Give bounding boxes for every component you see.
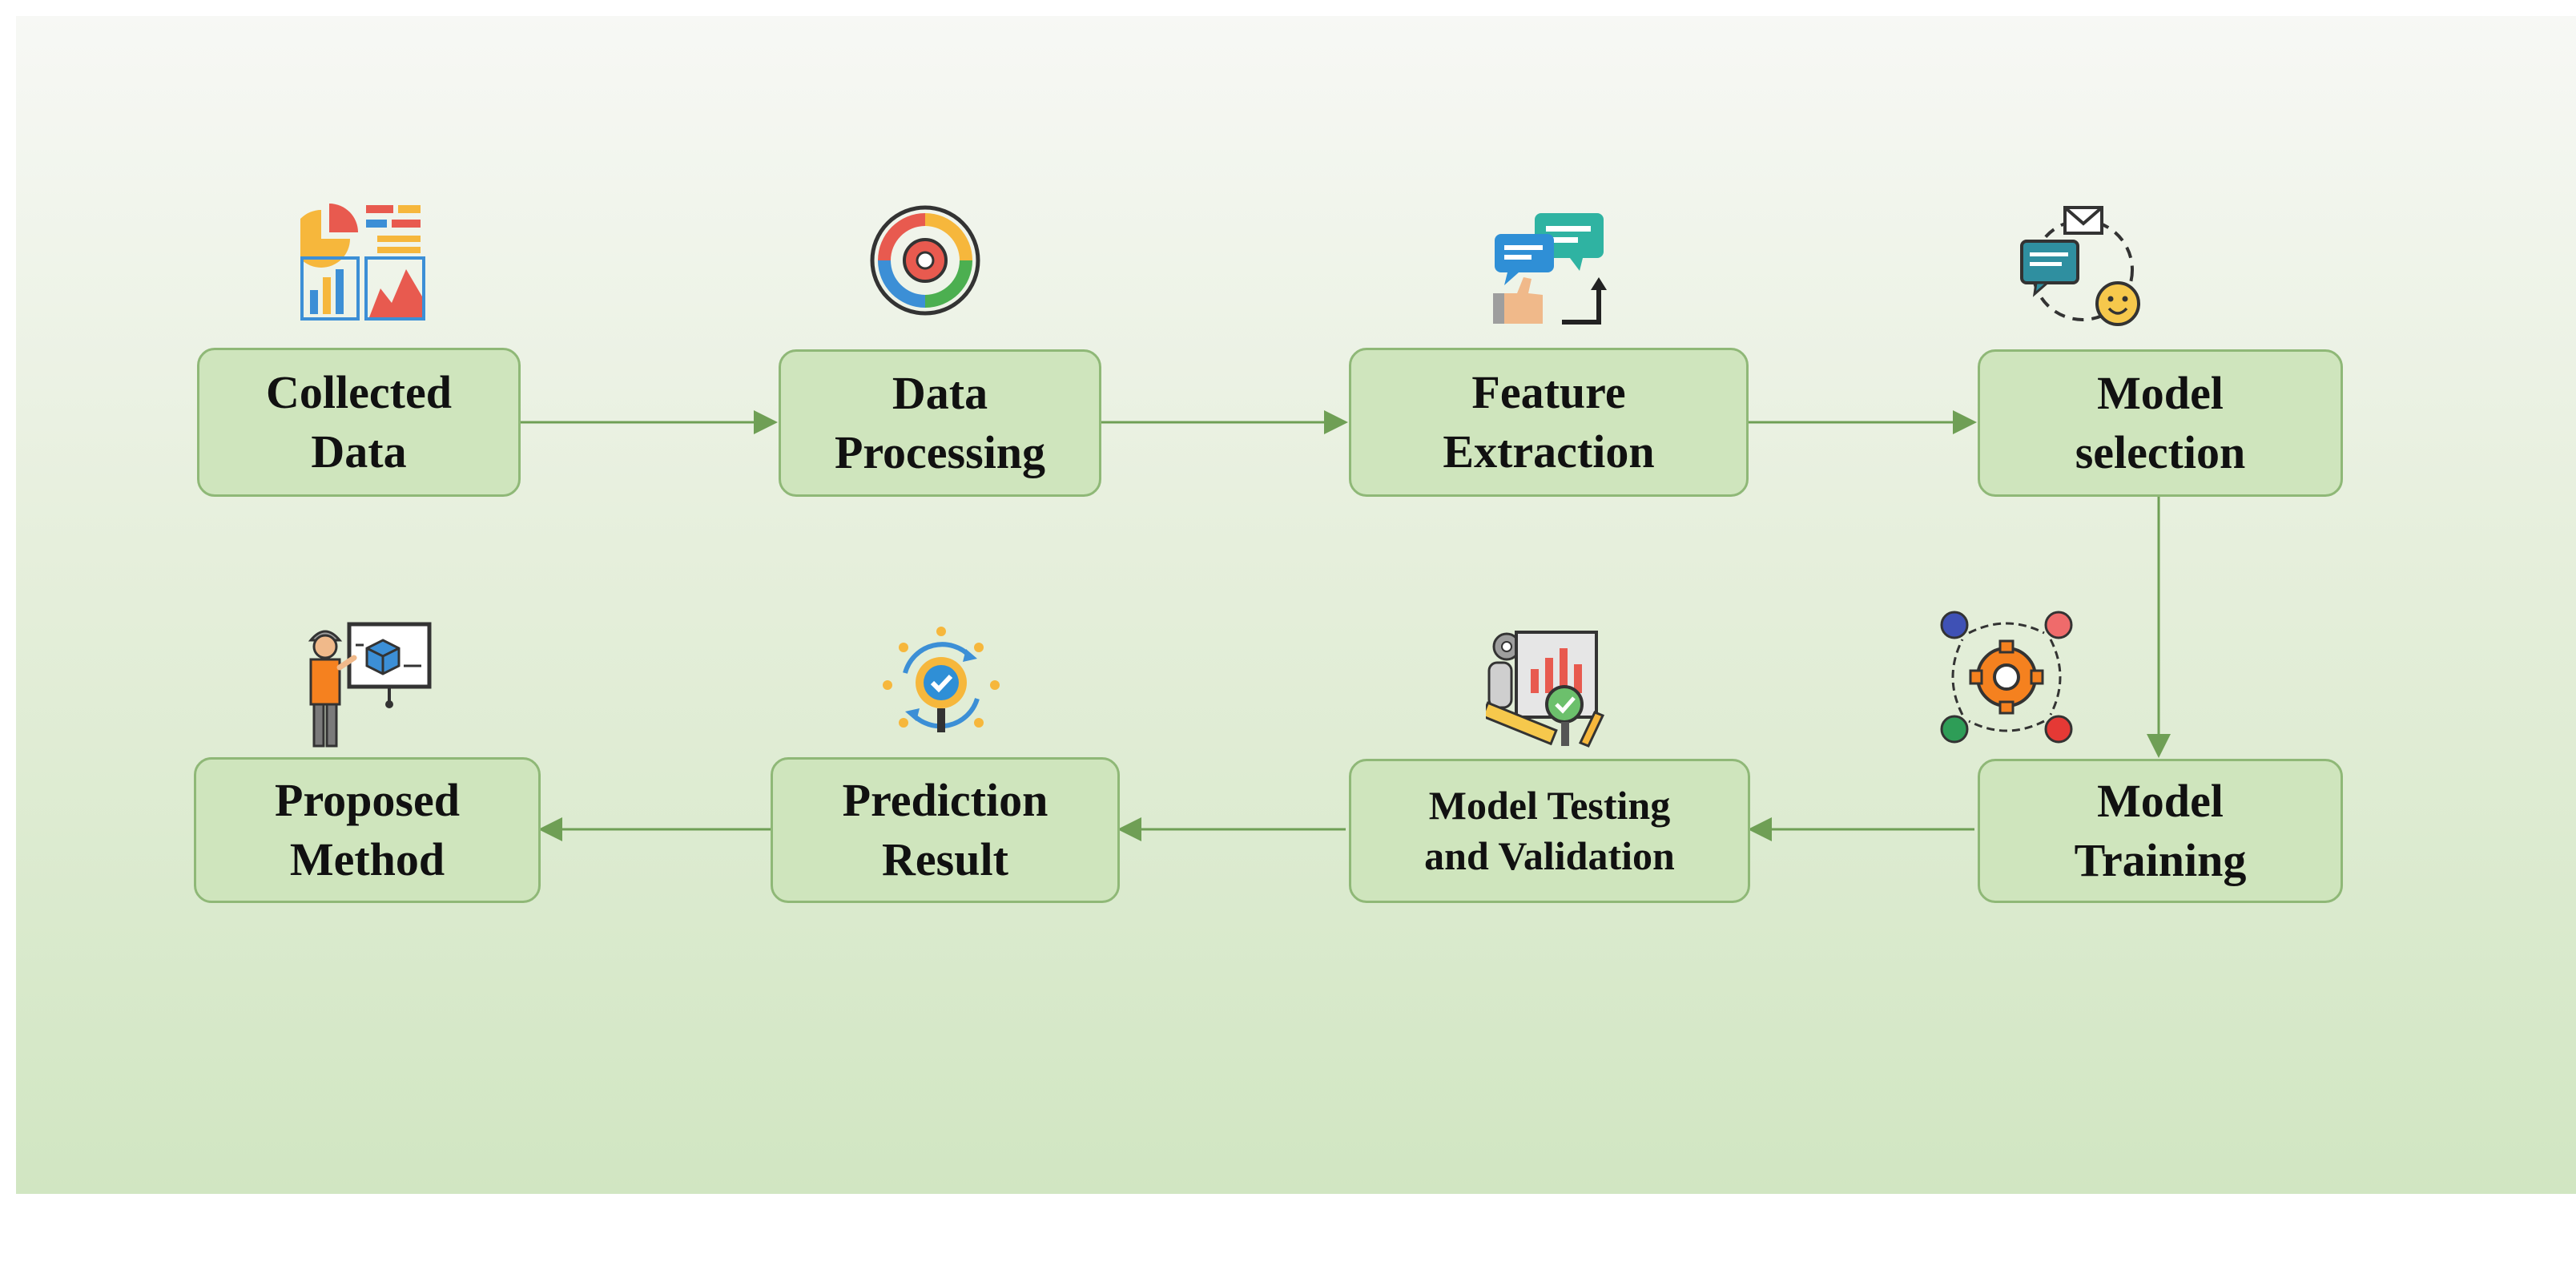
gear-network-icon [1940,611,2073,744]
node-label: Model Testing and Validation [1424,782,1675,879]
node-label: Feature Extraction [1443,366,1655,478]
node-label: Prediction Result [842,774,1049,885]
node-prediction-result: Prediction Result [771,757,1120,903]
node-label: Proposed Method [275,774,460,885]
verified-search-icon [883,627,1000,732]
diagram-background [16,16,2576,1194]
node-label: Collected Data [266,366,452,478]
node-label: Model Training [2074,775,2247,886]
node-data-processing: Data Processing [779,349,1101,497]
node-model-training: Model Training [1978,759,2343,903]
node-model-testing: Model Testing and Validation [1349,759,1750,903]
report-magnifier-icon [1486,631,1605,748]
presenter-board-icon [308,622,432,748]
analytics-dashboard-icon [300,204,425,321]
node-label: Data Processing [834,367,1046,478]
communication-cycle-icon [2020,206,2140,326]
node-collected-data: Collected Data [197,348,521,497]
node-feature-extraction: Feature Extraction [1349,348,1749,497]
node-proposed-method: Proposed Method [194,757,541,903]
node-model-selection: Model selection [1978,349,2343,497]
gear-cycle-icon [870,205,980,316]
feedback-chat-icon [1493,213,1607,325]
node-label: Model selection [2075,367,2246,478]
